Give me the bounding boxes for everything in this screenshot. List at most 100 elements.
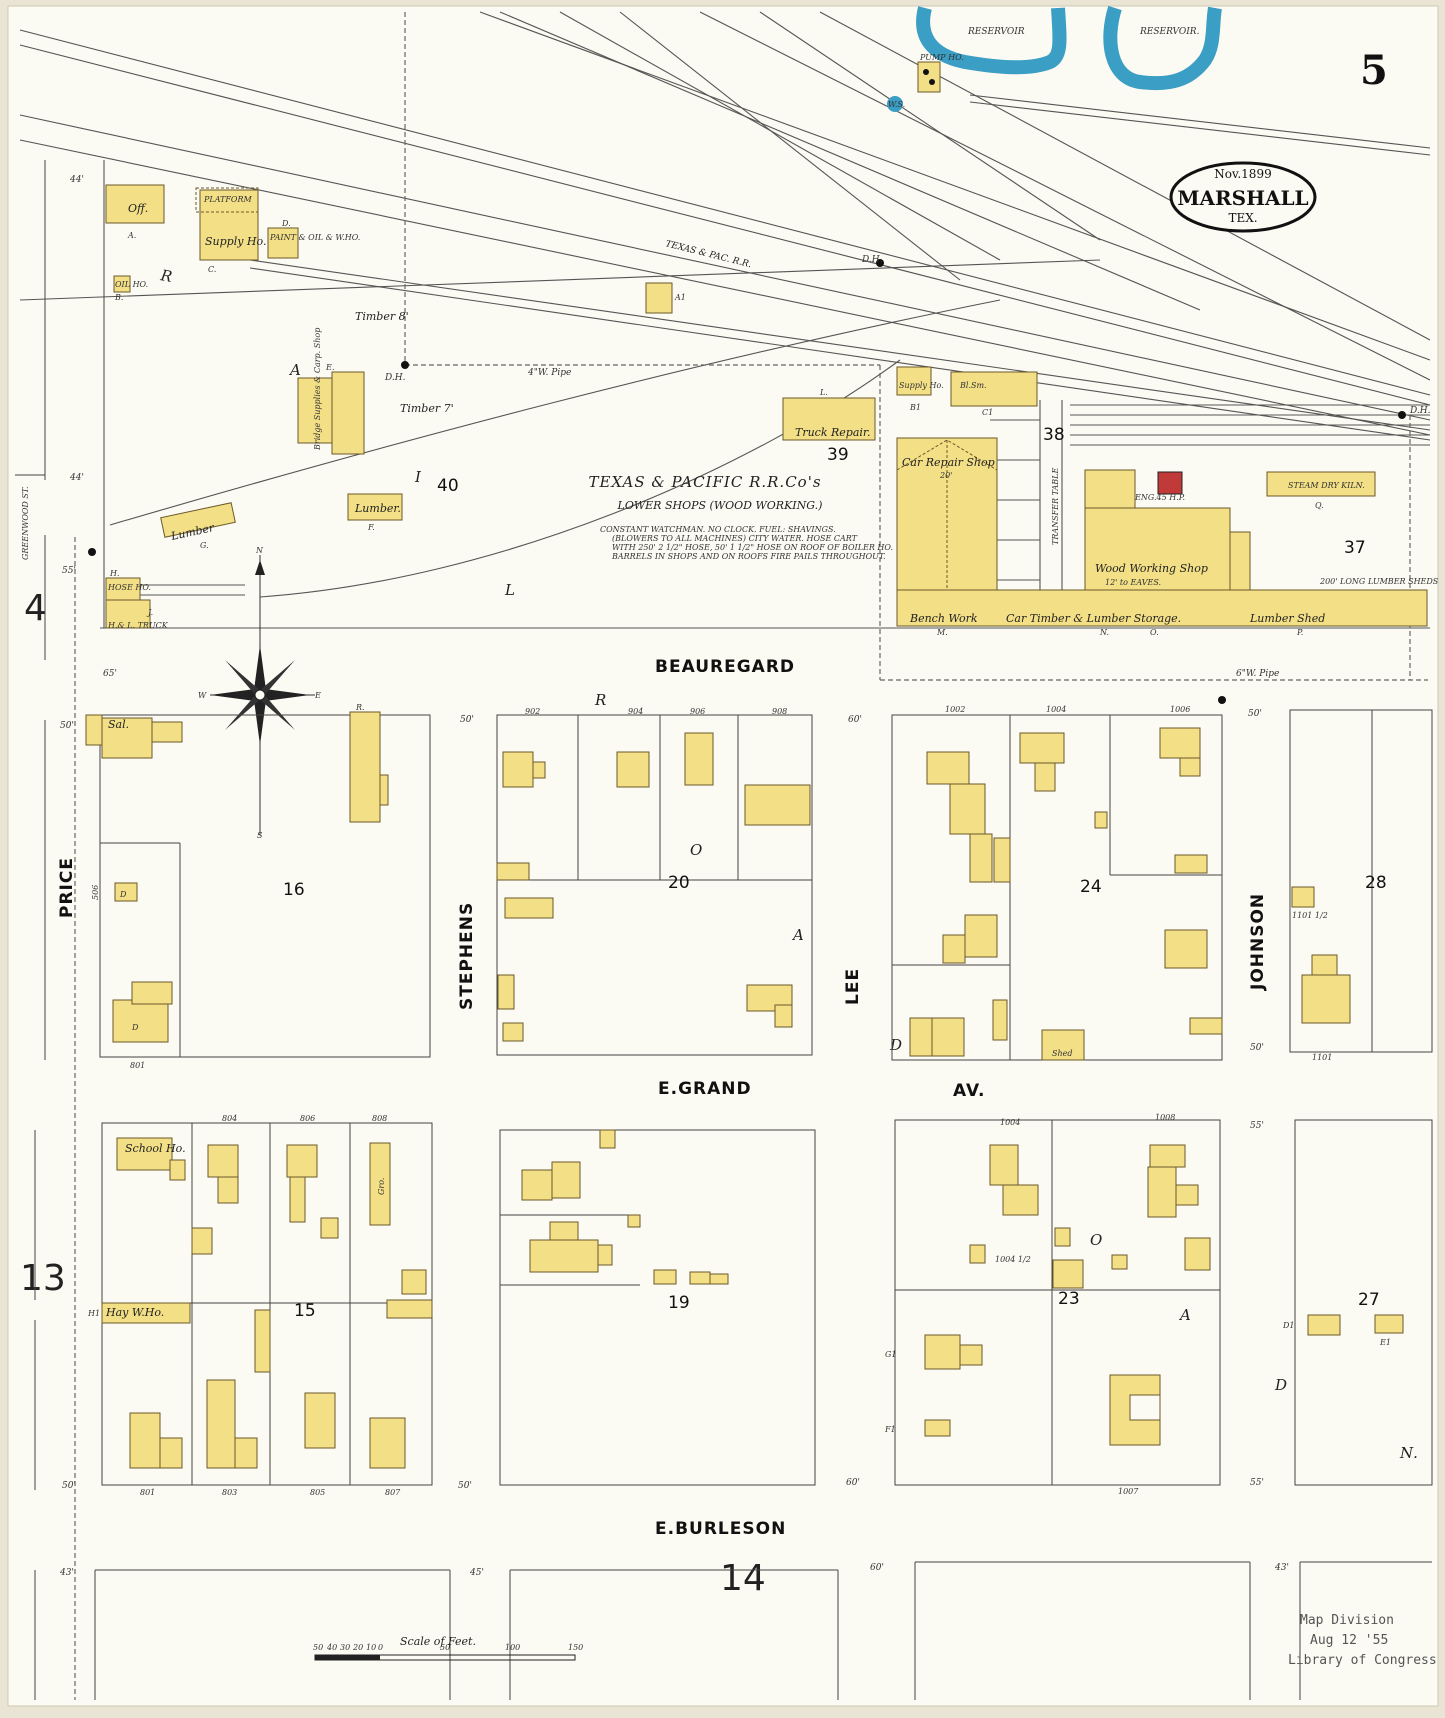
street-e-burleson: E.BURLESON [655,1519,786,1539]
address-label: 902 [525,707,540,716]
hl-truck-house [105,599,151,629]
bldg-letter: M. [936,628,948,637]
pipe-label: 4"W. Pipe [527,368,571,378]
school-house-label: School Ho. [125,1142,186,1155]
saloon-label: Sal. [108,718,129,731]
compass-e: E [314,691,321,700]
street-greenwood: GREENWOOD ST. [21,486,30,560]
street-av: AV. [953,1081,985,1101]
boiler-icon [1157,471,1183,495]
block-number: 15 [294,1301,316,1321]
block-number: 24 [1080,877,1102,897]
timber-8-label: Timber 8' [355,310,409,323]
bldg-letter: N. [1099,628,1109,637]
scale-tick: 10 [366,1643,376,1652]
address-label: 1006 [1170,705,1190,714]
railroad-letter: L [504,581,516,599]
lot-letter: G1 [885,1350,896,1359]
address-label: 1101 1/2 [1292,911,1328,920]
car-repair-label: Car Repair Shop [902,456,995,469]
paint-oil-house [267,227,299,259]
car-repair-shop [896,437,998,591]
hl-truck-label: H.& L. TRUCK [107,621,169,630]
dimension-label: 60' [870,1563,884,1573]
bldg-letter: D. [281,219,291,228]
eaves-label: 12' to EAVES. [1105,578,1161,587]
scale-tick: 0 [378,1643,383,1652]
hydrant-dot [876,259,884,267]
dimension-label: 55' [1250,1478,1264,1488]
water-pipes [74,12,1428,1700]
block-number: 40 [437,476,459,496]
address-label: 807 [385,1488,401,1497]
title-cartouche [1169,161,1317,233]
pipe-label: 6"W. Pipe [1236,669,1279,679]
block-number: 37 [1344,538,1366,558]
block-number: 39 [827,445,849,465]
dimension-label: 44' [69,473,84,483]
lumber-shed-g [160,502,236,538]
truck-repair-label: Truck Repair. [795,426,870,439]
sheet-number: 5 [1360,47,1388,94]
address-label: 805 [310,1488,325,1497]
lot-letter: D1 [1282,1321,1295,1330]
scale-tick: 20 [352,1643,363,1652]
reservoir-water [916,5,1222,91]
street-beauregard: BEAUREGARD [655,657,795,677]
bldg-letter: B. [114,293,123,302]
office-label: Off. [128,202,148,215]
lumber-sheds-label: LUMBER SHEDS [1367,577,1439,586]
address-label: 1008 [1155,1113,1175,1122]
dimension-label: 50' [458,1481,472,1491]
bldg-letter: F. [367,523,375,532]
scale-tick: 50 [440,1643,450,1652]
lot-letter: E1 [1379,1338,1391,1347]
bldg-letter: B1 [909,403,921,412]
address-label: 806 [300,1114,315,1123]
bldg-letter: G. [200,541,209,550]
dimension-label: 60' [846,1478,860,1488]
address-label: 1004 [1046,705,1066,714]
block-number: 28 [1365,873,1387,893]
blacksmith-shop [950,371,1038,407]
railroad-letter: D [1274,1376,1288,1394]
dwelling-label: D [131,1023,139,1032]
dimension-label: 60' [848,715,862,725]
office-building [105,184,165,224]
water-supply-icon [887,96,903,112]
building-a1 [645,282,673,314]
address-label: 1004 [1000,1118,1020,1127]
block-24 [891,714,1223,1061]
railroad-letter: A [1178,1306,1192,1324]
block-number: 16 [283,880,305,900]
city-name: MARSHALL [1177,186,1308,210]
dimension-label: 44' [69,175,84,185]
paint-oil-label: PAINT & OIL & W.HO. [269,233,360,242]
dimension-label: 55' [1250,1121,1264,1131]
hydrant-dot [1218,696,1226,704]
company-note-1: CONSTANT WATCHMAN. NO CLOCK. FUEL: SHAVI… [600,525,836,534]
dimension-label: 50' [62,1481,76,1491]
railroad-letter: O [690,841,703,859]
ws-label: W.S. [888,100,905,109]
dimension-label: 65' [103,669,117,679]
bldg-letter: J. [146,608,153,617]
stamp-line-3: Library of Congress [1288,1653,1437,1668]
railroad-letter: D [889,1036,903,1054]
engine-label: ENG.45 H.P. [1134,493,1185,502]
state-name: TEX. [1228,211,1257,225]
bldg-letter: A. [127,231,136,240]
hydrant-dot [1398,411,1406,419]
block-16 [85,711,431,1058]
street-e-grand: E.GRAND [658,1079,752,1099]
address-label: 904 [628,707,643,716]
railroad-letter: R [594,691,607,709]
grocery-label: Gro. [377,1178,386,1195]
scale-title: Scale of Feet. [400,1635,476,1648]
hydrant-dot [88,548,96,556]
address-label: 808 [372,1114,387,1123]
block-19 [499,1129,816,1486]
stamp-line-2: Aug 12 '55 [1310,1633,1388,1648]
reservoir-label-1: RESERVOIR [967,27,1025,37]
